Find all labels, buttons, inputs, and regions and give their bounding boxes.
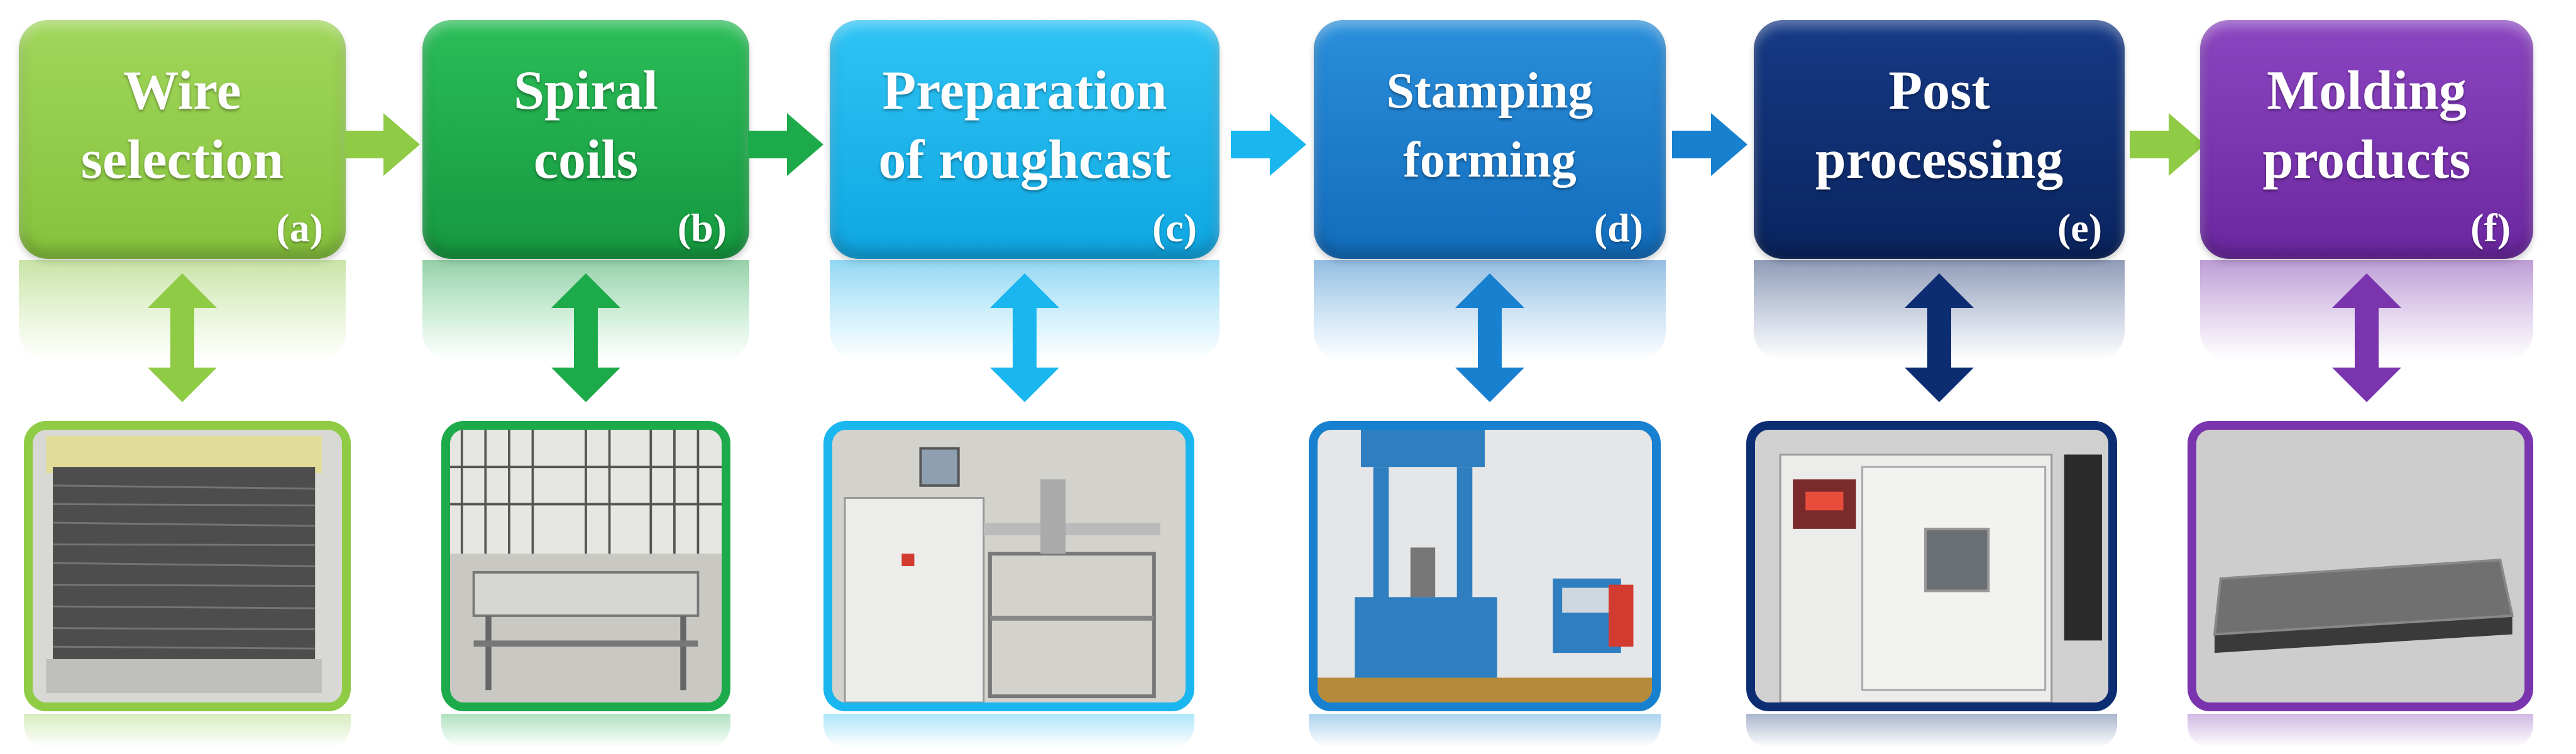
step-letter: (e) <box>2057 205 2102 250</box>
photo-reflection <box>823 714 1194 748</box>
step-title: Wire selection <box>80 60 284 190</box>
step-letter: (d) <box>1593 205 1643 250</box>
right-arrow-icon <box>2130 113 2205 176</box>
wire-spool-photo <box>24 421 351 711</box>
double-arrow-icon <box>551 273 620 402</box>
drying-oven-photo <box>1746 421 2117 711</box>
step-stamping-forming: Stamping forming (d) <box>1309 0 1666 754</box>
right-arrow-icon <box>1231 113 1306 176</box>
step-box <box>19 20 346 259</box>
photo-reflection <box>24 714 351 748</box>
stamping-press-photo <box>1309 421 1661 711</box>
step-letter: (b) <box>677 205 727 250</box>
step-box <box>830 20 1219 259</box>
photo-reflection <box>1746 714 2117 748</box>
photo-reflection <box>2188 714 2533 748</box>
double-arrow-icon <box>1905 273 1974 402</box>
right-arrow-icon <box>1672 113 1748 176</box>
step-post-processing: Post processing (e) <box>1746 0 2125 754</box>
step-letter: (f) <box>2470 205 2511 250</box>
step-letter: (a) <box>276 205 323 250</box>
double-arrow-icon <box>2332 273 2401 402</box>
step-molding-products: Molding products (f) <box>2188 0 2533 754</box>
right-arrow-icon <box>748 113 823 176</box>
right-arrow-icon <box>344 113 420 176</box>
step-spiral-coils: Spiral coils (b) <box>422 0 749 754</box>
step-box <box>1314 20 1666 259</box>
step-wire-selection: Wire selection (a) <box>19 0 351 754</box>
roughcast-machine-photo <box>823 421 1194 711</box>
step-box <box>422 20 749 259</box>
molded-product-photo <box>2188 421 2533 711</box>
step-title: Stamping forming <box>1386 63 1593 188</box>
step-title: Molding products <box>2262 60 2471 190</box>
step-letter: (c) <box>1152 205 1197 250</box>
step-title: Spiral coils <box>514 60 658 190</box>
step-title: Preparation of roughcast <box>878 60 1171 190</box>
double-arrow-icon <box>148 273 217 402</box>
double-arrow-icon <box>990 273 1059 402</box>
step-box <box>1754 20 2125 259</box>
spiral-coil-machine-photo <box>441 421 730 711</box>
step-preparation-of-roughcast: Preparation of roughcast (c) <box>823 0 1219 754</box>
photo-reflection <box>1309 714 1661 748</box>
double-arrow-icon <box>1455 273 1524 402</box>
photo-reflection <box>441 714 730 748</box>
step-box <box>2200 20 2533 259</box>
step-title: Post processing <box>1815 60 2064 190</box>
